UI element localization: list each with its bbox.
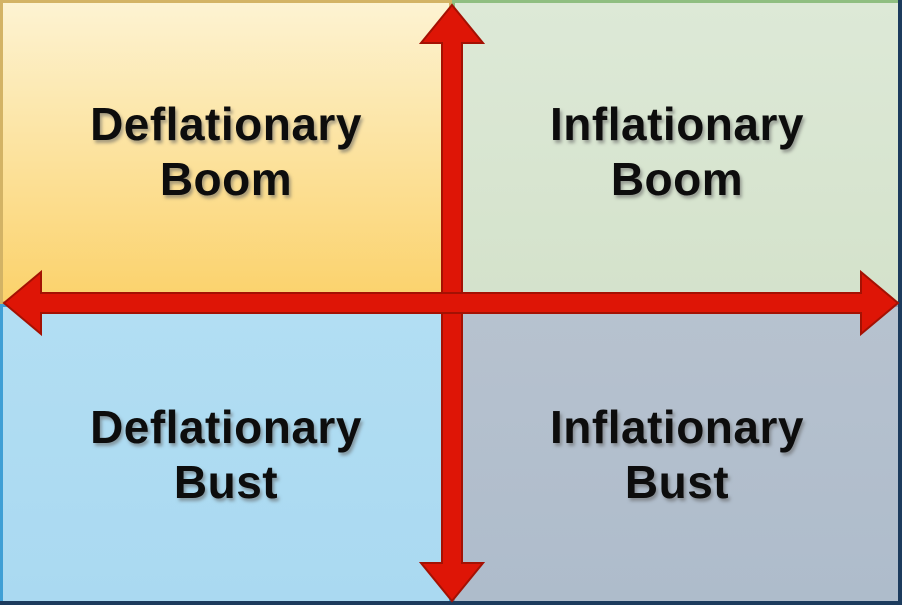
quadrant-deflationary-bust: Deflationary Bust: [0, 304, 452, 605]
quadrant-label-line1: Inflationary: [550, 400, 804, 453]
quadrant-label-inflationary-boom: Inflationary Boom: [550, 97, 804, 207]
frame-border-bottom: [0, 601, 902, 605]
frame-border-right: [898, 0, 902, 605]
quadrant-label-line1: Deflationary: [90, 98, 362, 150]
quadrant-label-line2: Boom: [159, 153, 293, 205]
quadrant-deflationary-boom: Deflationary Boom: [0, 0, 452, 304]
quadrant-inflationary-bust: Inflationary Bust: [452, 304, 902, 605]
quadrant-label-line1: Deflationary: [90, 400, 362, 453]
quadrant-label-line1: Inflationary: [550, 98, 804, 150]
quadrant-inflationary-boom: Inflationary Boom: [452, 0, 902, 304]
quadrant-label-line2: Bust: [173, 455, 279, 508]
quadrant-label-deflationary-bust: Deflationary Bust: [90, 400, 362, 510]
quadrant-label-line2: Boom: [610, 153, 744, 205]
quadrant-label-inflationary-bust: Inflationary Bust: [550, 400, 804, 510]
quadrant-label-deflationary-boom: Deflationary Boom: [90, 97, 362, 207]
quadrant-label-line2: Bust: [624, 455, 730, 508]
